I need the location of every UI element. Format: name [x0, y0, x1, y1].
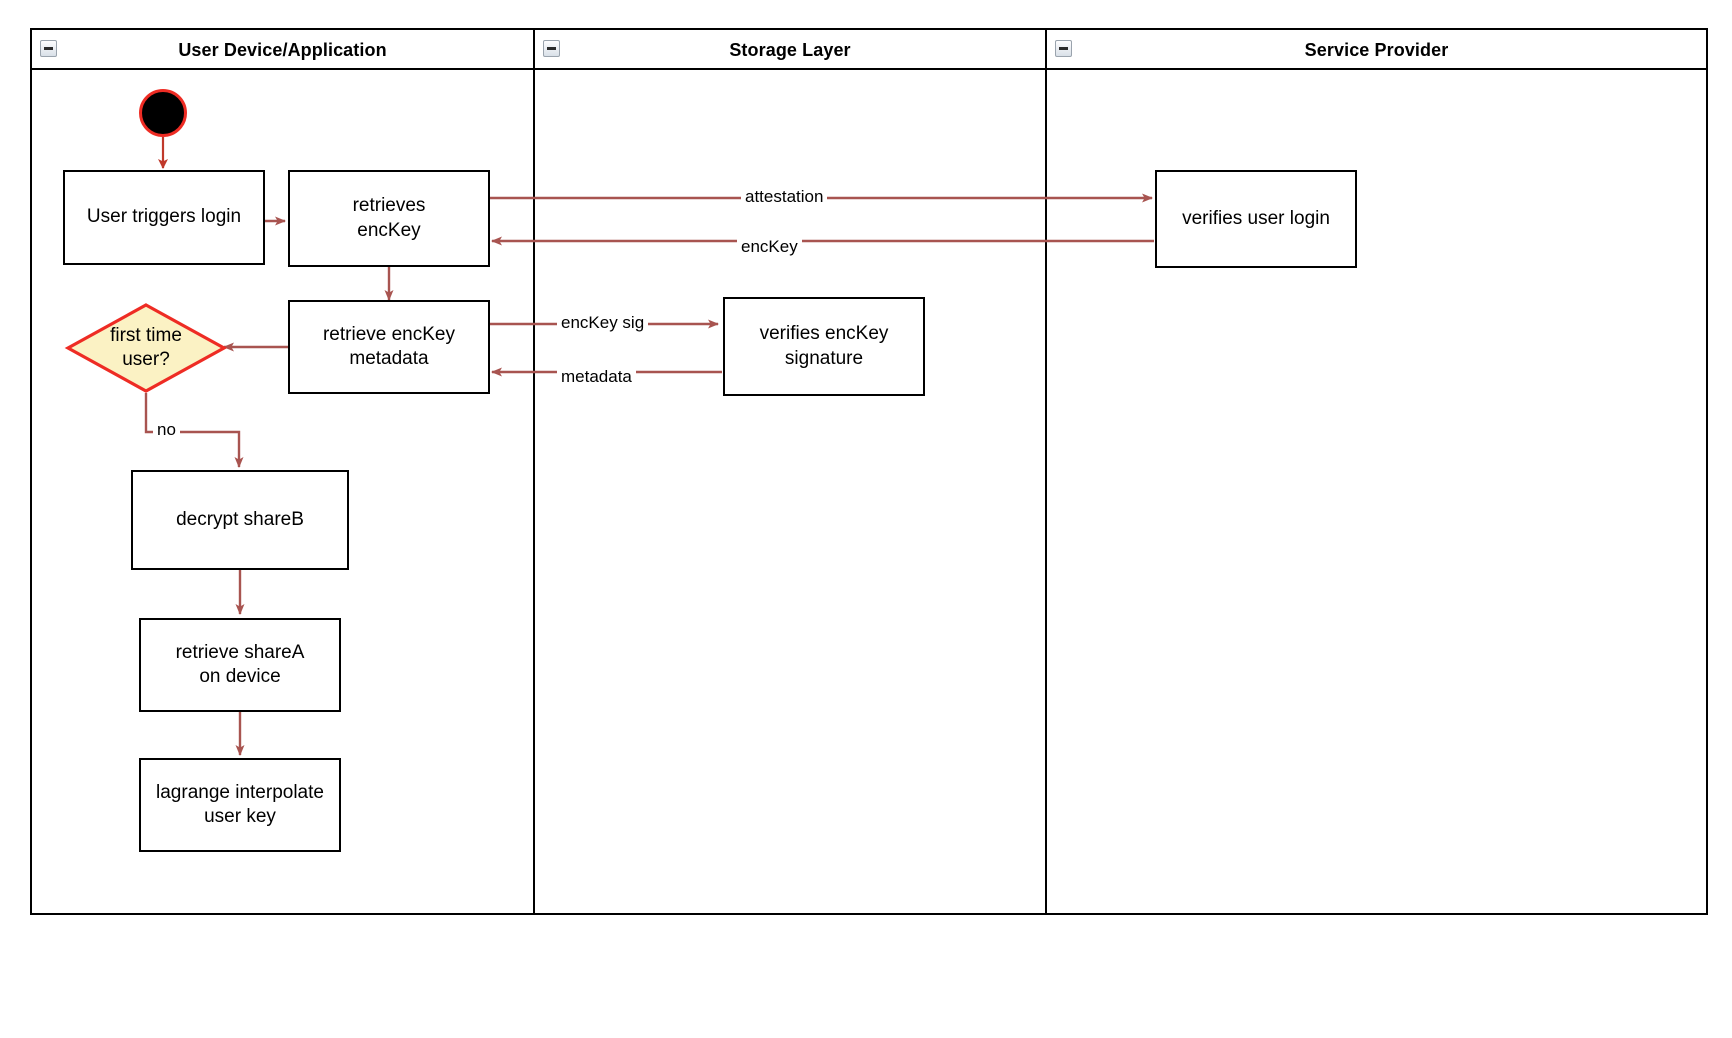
activity-label: retrieves encKey [352, 195, 426, 241]
lane-title-storage-layer: Storage Layer [729, 39, 851, 60]
activity-label: decrypt shareB [176, 508, 304, 530]
activity-retrieves-enckey[interactable]: retrieves encKey [288, 170, 490, 267]
activity-label: retrieve encKey metadata [322, 323, 455, 369]
activity-decrypt-shareb[interactable]: decrypt shareB [131, 470, 349, 570]
activity-label: User triggers login [86, 206, 242, 228]
lane-header-user-device: User Device/Application [32, 30, 533, 70]
decision-first-time-user[interactable]: first time user? [64, 303, 228, 393]
activity-label: lagrange interpolate user key [156, 781, 324, 827]
activity-verifies-user-login[interactable]: verifies user login [1155, 170, 1357, 268]
decision-diamond-shape [64, 303, 228, 393]
collapse-toggle-service-provider[interactable] [1055, 40, 1072, 57]
lane-title-service-provider: Service Provider [1304, 39, 1449, 60]
lane-header-service-provider: Service Provider [1045, 30, 1706, 70]
edge-label-metadata: metadata [557, 367, 636, 387]
activity-user-triggers-login[interactable]: User triggers login [63, 170, 265, 265]
lane-body-storage-layer [533, 70, 1045, 913]
collapse-toggle-storage-layer[interactable] [543, 40, 560, 57]
edge-label-no: no [153, 420, 180, 440]
activity-verifies-enckey-signature[interactable]: verifies encKey signature [723, 297, 925, 396]
lane-title-user-device: User Device/Application [178, 39, 387, 60]
activity-label: verifies encKey signature [759, 323, 889, 369]
lane-body-service-provider [1045, 70, 1706, 913]
activity-label: retrieve shareA on device [175, 641, 305, 687]
edge-label-enckey-sig: encKey sig [557, 313, 649, 333]
activity-retrieve-enckey-metadata[interactable]: retrieve encKey metadata [288, 300, 490, 394]
lane-header-storage-layer: Storage Layer [533, 30, 1045, 70]
initial-node[interactable] [139, 89, 187, 137]
activity-label: verifies user login [1182, 207, 1330, 229]
edge-label-attestation: attestation [741, 187, 828, 207]
activity-lagrange-interpolate-user-key[interactable]: lagrange interpolate user key [139, 758, 341, 852]
activity-retrieve-sharea-on-device[interactable]: retrieve shareA on device [139, 618, 341, 712]
decision-label: first time user? [110, 325, 182, 370]
collapse-toggle-user-device[interactable] [40, 40, 57, 57]
edge-label-enckey: encKey [737, 237, 802, 257]
